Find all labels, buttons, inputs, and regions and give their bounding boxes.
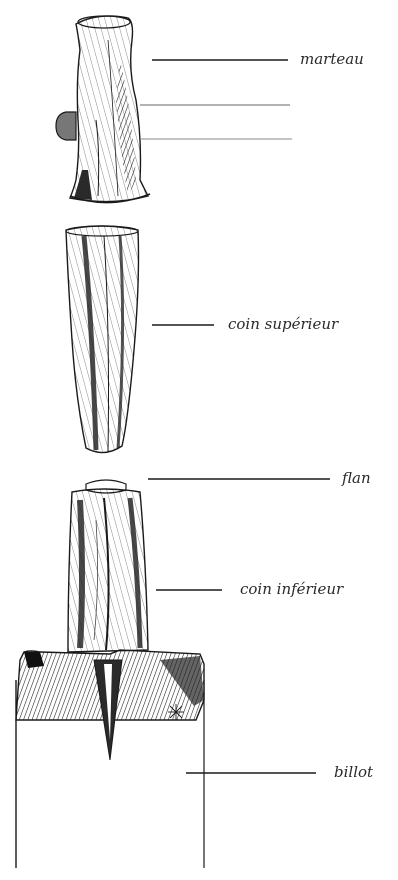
label-coin-inferieur: coin inférieur	[240, 580, 343, 598]
hammer-drawing	[56, 16, 150, 203]
label-coin-superieur: coin supérieur	[228, 315, 338, 333]
lower-die-drawing	[68, 489, 148, 652]
label-marteau: marteau	[300, 50, 364, 68]
upper-die-drawing	[66, 226, 139, 453]
label-billot: billot	[334, 763, 373, 781]
label-flan: flan	[342, 469, 371, 487]
block-drawing	[16, 650, 204, 868]
